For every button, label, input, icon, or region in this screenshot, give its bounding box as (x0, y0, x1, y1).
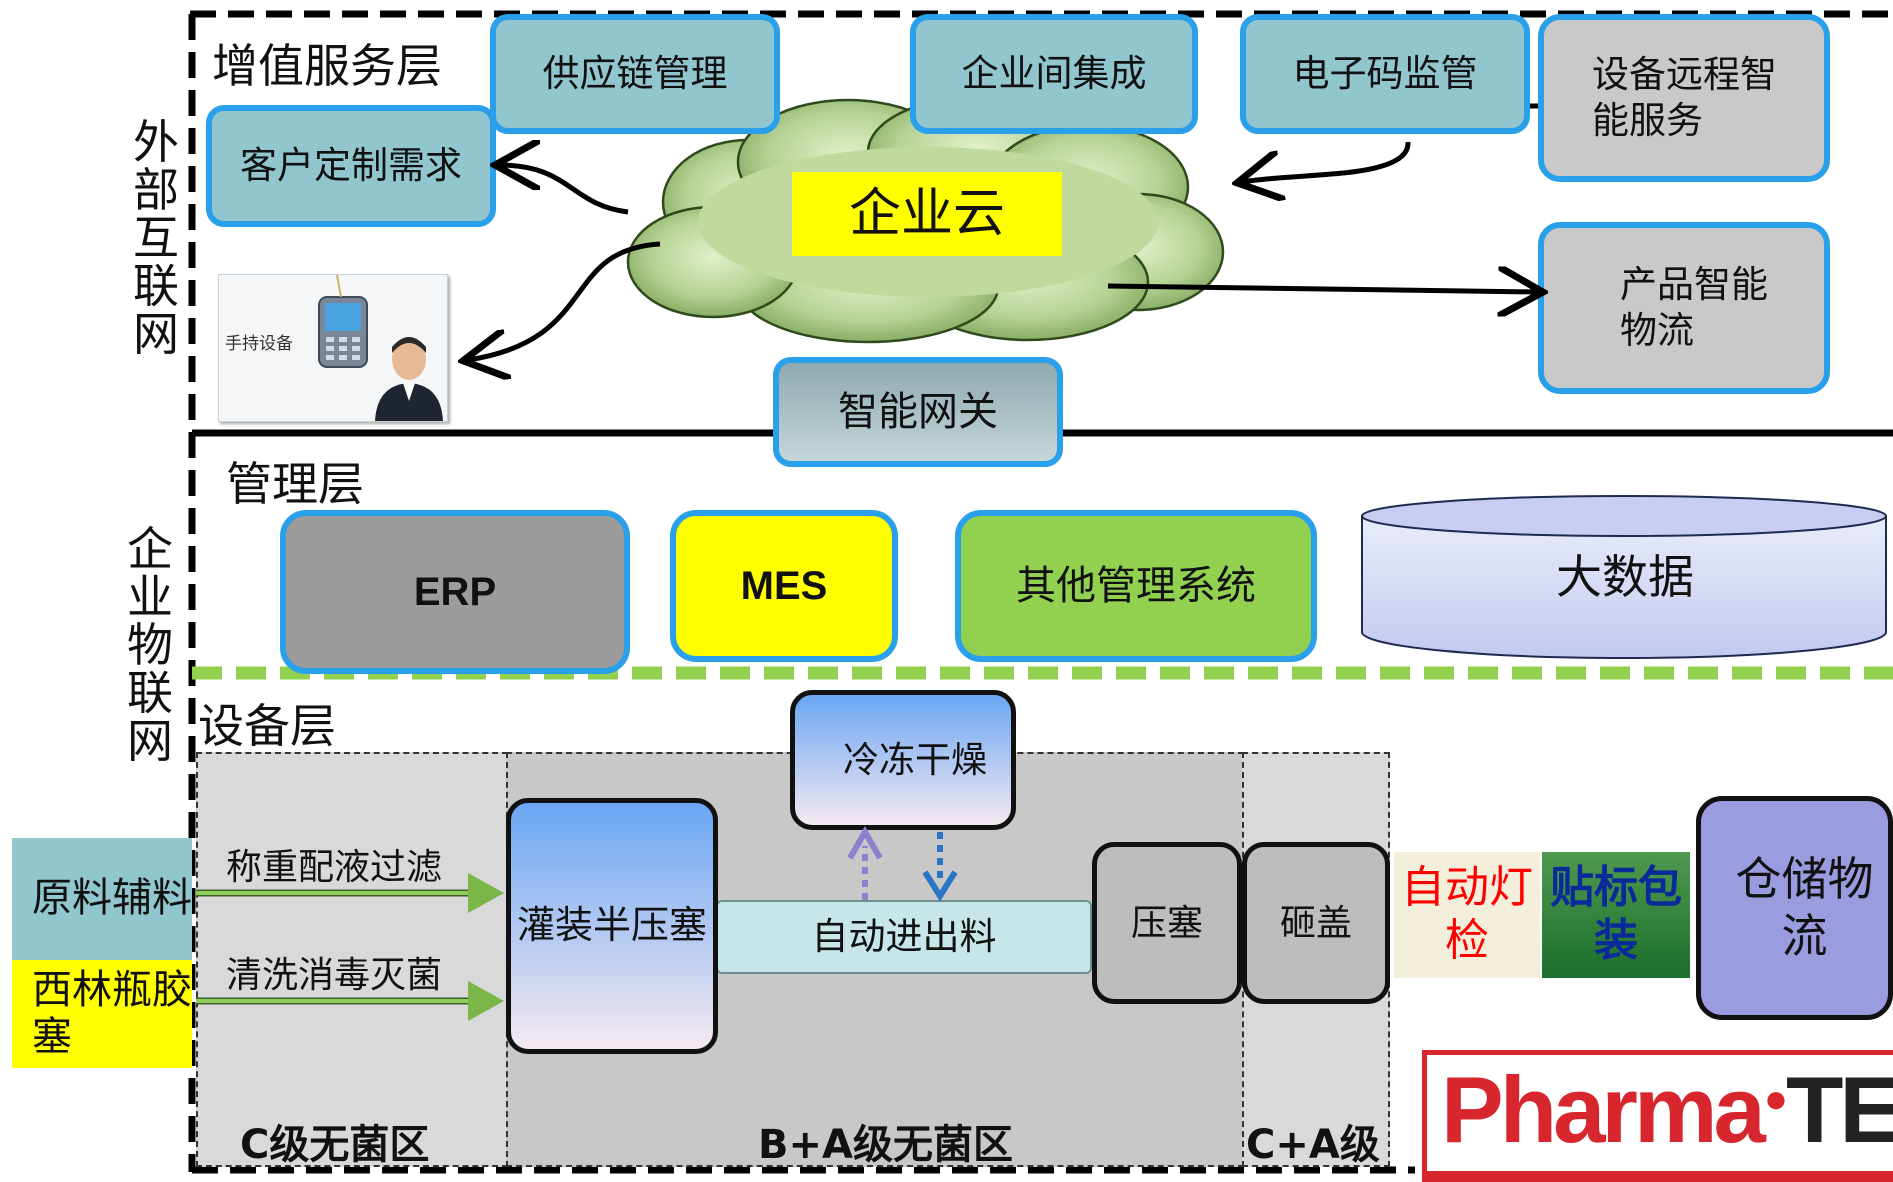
remote-service-box: 设备远程智能服务 (1538, 14, 1830, 182)
labeling-packaging-box: 贴标包装 (1542, 852, 1690, 978)
raw-material-box: 原料辅料 (12, 838, 192, 960)
weigh-dispense-label: 称重配液过滤 (226, 847, 443, 888)
external-internet-label: 外部互联网 (133, 115, 179, 361)
zone-ca-label: C+A级 (1246, 1122, 1380, 1168)
value-added-layer-label: 增值服务层 (212, 39, 442, 93)
auto-loading-bar: 自动进出料 (716, 900, 1092, 974)
logo-pharma-text: Pharma (1441, 1057, 1766, 1162)
customer-demand-box: 客户定制需求 (206, 105, 496, 227)
freeze-drying-box: 冷冻干燥 (790, 690, 1016, 830)
vial-stopper-box: 西林瓶胶塞 (12, 960, 192, 1068)
zone-c-area (196, 752, 508, 1167)
erp-box: ERP (280, 510, 630, 674)
zone-ba-label: B+A级无菌区 (758, 1122, 1013, 1168)
capping-box: 砸盖 (1242, 842, 1390, 1004)
handheld-device-picture: 手持设备 (218, 274, 448, 422)
big-data-cylinder (1361, 495, 1887, 659)
equipment-layer-label: 设备层 (198, 699, 336, 753)
auto-inspection-box: 自动灯检 (1394, 852, 1540, 978)
intelligent-gateway-box: 智能网关 (773, 357, 1063, 467)
handheld-device-label: 手持设备 (225, 334, 293, 354)
filling-stoppering-box: 灌装半压塞 (506, 798, 718, 1054)
logo-red-strip (1427, 1171, 1893, 1182)
e-code-supervision-box: 电子码监管 (1240, 14, 1530, 134)
management-layer-label: 管理层 (226, 457, 364, 511)
logo-dot: ● (1763, 1077, 1788, 1121)
mes-box: MES (670, 510, 898, 662)
big-data-label: 大数据 (1556, 550, 1694, 605)
zone-c-label: C级无菌区 (240, 1122, 430, 1168)
warehouse-logistics-box: 仓储物流 (1696, 796, 1893, 1020)
logo-tec-text: TEC (1786, 1057, 1893, 1162)
supply-chain-box: 供应链管理 (490, 14, 780, 134)
pharmatec-logo: Pharma●TEC (1422, 1050, 1893, 1182)
stoppering-box: 压塞 (1092, 842, 1242, 1004)
enterprise-iot-label: 企业物联网 (127, 522, 173, 768)
enterprise-cloud-label: 企业云 (792, 172, 1062, 256)
phone-and-person-icon (318, 275, 443, 421)
other-management-box: 其他管理系统 (955, 510, 1317, 662)
wash-sterilize-label: 清洗消毒灭菌 (226, 955, 443, 996)
inter-enterprise-integration-box: 企业间集成 (910, 14, 1198, 134)
